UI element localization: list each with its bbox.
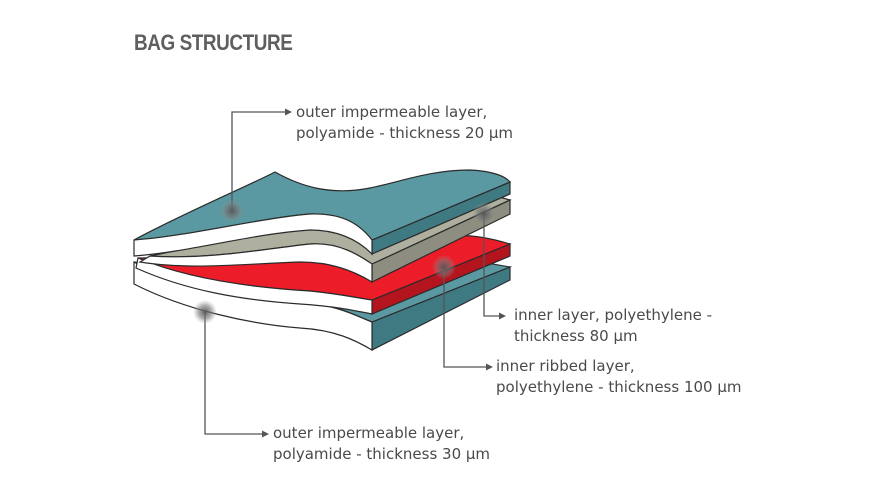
arrow-outer-top	[285, 108, 292, 116]
arrow-outer-bottom	[262, 430, 269, 438]
label-outer-top-line2: polyamide - thickness 20 µm	[296, 124, 514, 142]
dot-inner-pe	[472, 202, 496, 226]
leader-ribbed	[443, 267, 487, 368]
label-inner-pe-line1: inner layer, polyethylene -	[514, 306, 713, 324]
leader-lines	[204, 111, 500, 435]
label-inner-pe-line2: thickness 80 µm	[514, 327, 638, 345]
leader-arrows	[262, 108, 506, 438]
diagram-title: BAG STRUCTURE	[134, 30, 293, 55]
label-outer-top: outer impermeable layer, polyamide - thi…	[296, 102, 513, 144]
layer-outer-top	[133, 169, 511, 257]
inner-pe-front	[138, 243, 373, 284]
arrow-ribbed	[486, 363, 493, 371]
leader-outer-bottom	[204, 312, 263, 435]
label-ribbed-line1: inner ribbed layer,	[496, 357, 635, 375]
leader-inner-pe	[483, 214, 500, 317]
dot-outer-top	[220, 199, 244, 223]
leader-outer-top	[231, 111, 286, 211]
label-outer-bottom-line1: outer impermeable layer,	[273, 424, 465, 442]
ribbed-front	[135, 257, 373, 315]
label-inner-pe: inner layer, polyethylene - thickness 80…	[514, 305, 712, 347]
label-ribbed-line2: polyethylene - thickness 100 µm	[496, 378, 742, 396]
label-outer-top-line1: outer impermeable layer,	[296, 103, 488, 121]
label-outer-bottom: outer impermeable layer, polyamide - thi…	[273, 423, 490, 465]
label-ribbed: inner ribbed layer, polyethylene - thick…	[496, 356, 742, 398]
arrow-inner-pe	[499, 312, 506, 320]
dot-outer-bottom	[193, 300, 217, 324]
outer-top-front	[133, 213, 373, 257]
dot-ribbed	[432, 255, 456, 279]
label-outer-bottom-line2: polyamide - thickness 30 µm	[273, 445, 491, 463]
